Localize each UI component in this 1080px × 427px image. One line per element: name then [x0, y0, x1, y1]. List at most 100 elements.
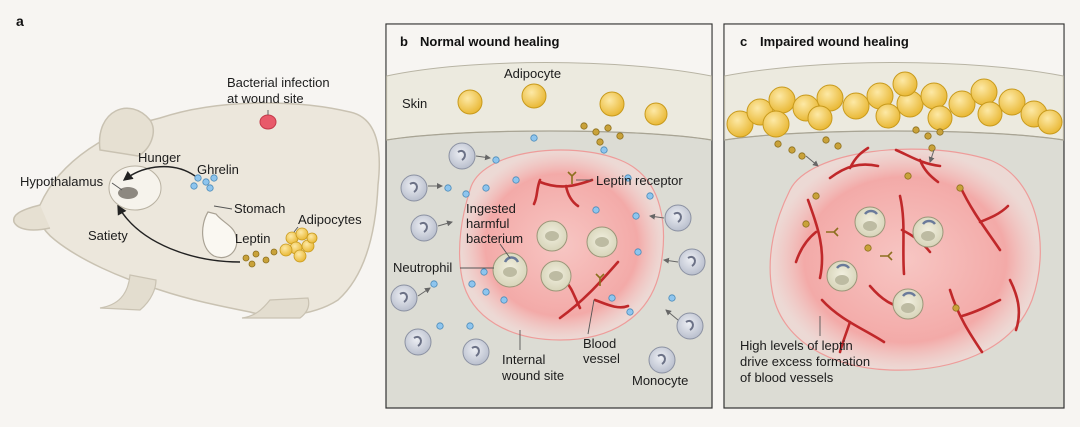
satiety-arrow	[117, 204, 241, 263]
leptin-receptor	[567, 171, 577, 184]
rat-hind-leg	[241, 297, 310, 319]
hunger-arrow	[122, 165, 196, 181]
label-bacterial-infection-2: at wound site	[227, 91, 304, 106]
blood-vessel	[894, 148, 942, 184]
label-leptin-receptor: Leptin receptor	[596, 173, 683, 188]
hypothalamus-shape	[118, 187, 138, 199]
signal-dot	[500, 296, 508, 304]
migration-arrow	[417, 287, 431, 297]
signal-dot	[462, 190, 470, 198]
signal-dot	[624, 174, 632, 182]
adipocyte	[726, 110, 754, 138]
blood-vessel	[948, 288, 1002, 354]
leptin-dot	[812, 192, 820, 200]
adipocyte	[521, 83, 547, 109]
label-hypothalamus: Hypothalamus	[20, 174, 104, 189]
signal-dot	[600, 146, 608, 154]
label-stomach: Stomach	[234, 201, 285, 216]
neutrophil	[586, 226, 618, 258]
signal-dot	[626, 308, 634, 316]
caption-line-2: drive excess formation	[740, 354, 870, 369]
adipocytes-pointer	[293, 226, 299, 233]
signal-dot	[444, 184, 452, 192]
caption-line-3: of blood vessels	[740, 370, 834, 385]
leptin-dot	[936, 128, 944, 136]
neutrophil	[826, 260, 858, 292]
monocyte	[400, 174, 428, 202]
blood-vessel	[593, 298, 630, 309]
adipocyte	[293, 249, 307, 263]
leptin-dot	[834, 142, 842, 150]
label-ingested-1: Ingested	[466, 201, 516, 216]
blood-vessel	[828, 146, 880, 180]
stomach-shape	[202, 211, 238, 259]
leptin-dot	[252, 250, 260, 258]
adipocyte	[1037, 109, 1063, 135]
leptin-dot	[262, 256, 270, 264]
leptin-receptors	[567, 171, 605, 286]
signal-dot	[530, 134, 538, 142]
label-blood-1: Blood	[583, 336, 616, 351]
signal-dot	[512, 176, 520, 184]
rat-body	[37, 102, 381, 317]
leptin-arrow	[805, 155, 819, 167]
blood-vessel-pointer	[587, 299, 595, 335]
leptin-dot	[798, 152, 806, 160]
signal-dot	[468, 280, 476, 288]
leptin-arrows-c	[805, 149, 935, 167]
leptin-receptor	[880, 251, 893, 261]
neutrophil	[854, 206, 886, 238]
label-adipocytes: Adipocytes	[298, 212, 362, 227]
leptin-dot	[956, 184, 964, 192]
stomach-pointer	[213, 205, 233, 210]
label-adipocyte: Adipocyte	[504, 66, 561, 81]
label-hunger: Hunger	[138, 150, 181, 165]
signal-dot	[430, 280, 438, 288]
wound-site-marker	[259, 114, 277, 130]
monocyte	[648, 346, 676, 374]
neutrophil	[892, 288, 924, 320]
blood-vessel	[958, 184, 1010, 252]
signal-dot	[592, 206, 600, 214]
neutrophil	[536, 220, 568, 252]
ghrelin-dot	[206, 184, 214, 192]
migration-arrow	[665, 309, 679, 321]
signal-dot	[608, 294, 616, 302]
signal-dot	[632, 212, 640, 220]
monocyte	[390, 284, 418, 312]
rat-front-leg	[99, 274, 157, 311]
signal-dot	[466, 322, 474, 330]
blood-vessels-c	[794, 146, 1021, 354]
migration-arrow	[437, 220, 453, 227]
adipocyte	[948, 90, 976, 118]
label-neutrophil: Neutrophil	[393, 260, 452, 275]
ghrelin-dot	[190, 182, 198, 190]
ghrelin-dot	[194, 174, 202, 182]
adipocyte	[599, 91, 625, 117]
label-ingested-3: bacterium	[466, 231, 523, 246]
leptin-dots-b	[580, 122, 624, 146]
signal-dot	[480, 268, 488, 276]
label-internal-2: wound site	[501, 368, 564, 383]
skin-bottom-line	[386, 130, 712, 141]
adipocyte	[295, 227, 309, 241]
monocyte	[404, 328, 432, 356]
leptin-dot	[912, 126, 920, 134]
brain-region	[108, 165, 162, 211]
panel-b-letter: b	[400, 34, 408, 49]
label-skin: Skin	[402, 96, 427, 111]
label-leptin: Leptin	[235, 231, 270, 246]
adipocyte	[920, 82, 948, 110]
adipocyte	[768, 86, 796, 114]
label-bacterial-infection-1: Bacterial infection	[227, 75, 330, 90]
panel-c-letter: c	[740, 34, 747, 49]
leptin-dot	[592, 128, 600, 136]
blood-vessel	[564, 184, 580, 208]
leptin-receptor	[826, 227, 839, 237]
blood-vessel	[794, 198, 824, 280]
neutrophils-c	[826, 206, 944, 320]
label-satiety: Satiety	[88, 228, 128, 243]
leptin-receptor	[595, 273, 605, 286]
neutrophils	[492, 220, 618, 292]
skin-bottom-line-c	[724, 130, 1064, 141]
